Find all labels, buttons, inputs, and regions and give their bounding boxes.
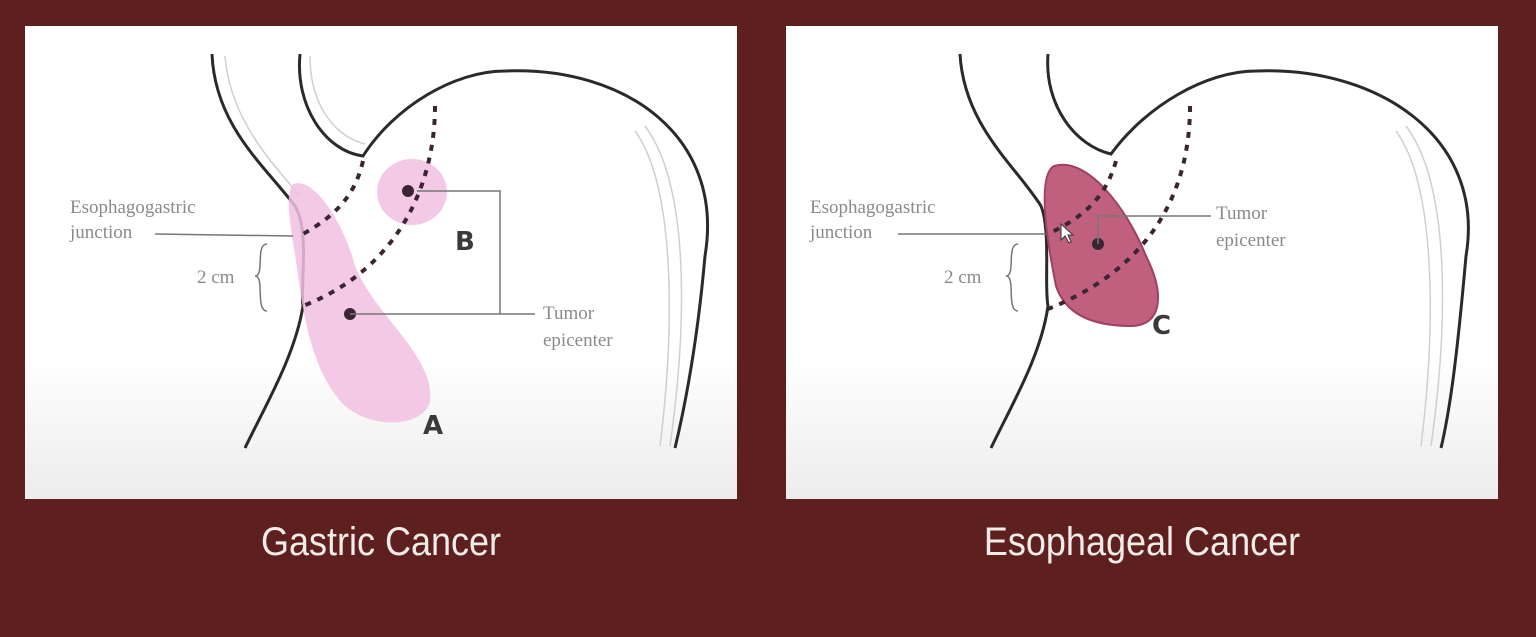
tumor-label-1: Tumor	[543, 303, 595, 324]
tumor-label-1: Tumor	[1216, 203, 1268, 224]
esophageal-cancer-diagram: Esophagogastric junction 2 cm Tumor epic…	[786, 26, 1498, 499]
tumor-label-2: epicenter	[543, 330, 613, 351]
distance-label: 2 cm	[944, 267, 982, 288]
egj-label-1: Esophagogastric	[810, 197, 936, 218]
egj-label-2: junction	[69, 222, 133, 243]
egj-label-2: junction	[809, 222, 873, 243]
tumor-label-2: epicenter	[1216, 230, 1286, 251]
esophageal-cancer-caption: Esophageal Cancer	[983, 520, 1301, 564]
egj-label-1: Esophagogastric	[70, 197, 196, 218]
tumor-a-label: A	[423, 411, 443, 441]
tumor-b-label: B	[455, 227, 475, 257]
distance-label: 2 cm	[197, 267, 235, 288]
gastric-cancer-caption: Gastric Cancer	[260, 520, 502, 564]
gastric-cancer-diagram: Esophagogastric junction 2 cm Tumor epic…	[25, 26, 737, 499]
mouse-cursor-icon	[1060, 222, 1075, 244]
tumor-c-label: C	[1152, 311, 1171, 341]
